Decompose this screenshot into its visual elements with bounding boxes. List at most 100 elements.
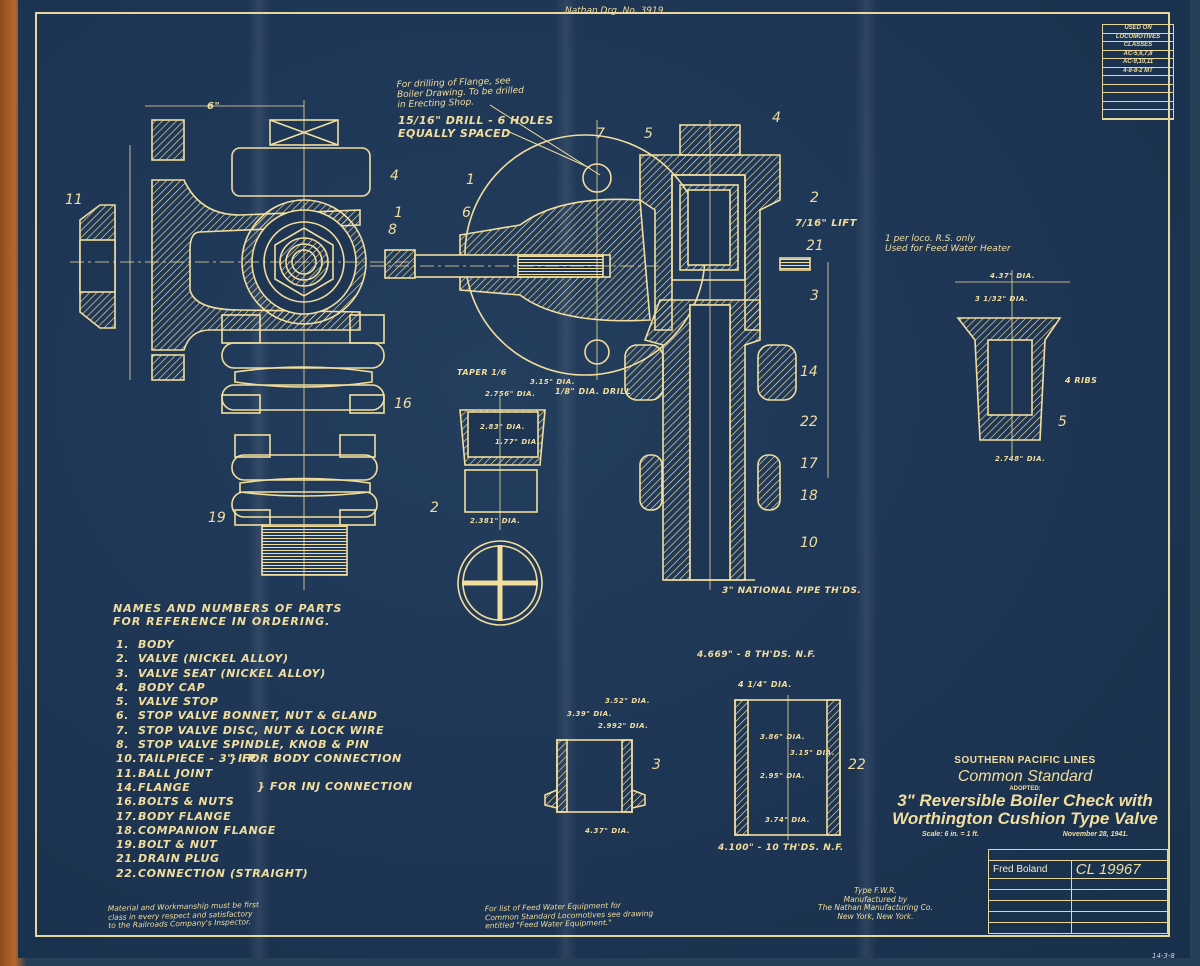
callout-1b: 1 bbox=[466, 172, 475, 188]
sig-cell bbox=[988, 900, 1072, 912]
part-number: 5. bbox=[116, 695, 130, 709]
part-name: CONNECTION (STRAIGHT) bbox=[138, 866, 309, 880]
taper-note: TAPER 1/6 bbox=[457, 368, 507, 377]
callout-16: 16 bbox=[394, 396, 412, 412]
note-line: EQUALLY SPACED bbox=[398, 127, 511, 140]
thread-bottom-note: 4.100" - 10 TH'DS. N.F. bbox=[718, 843, 844, 853]
drawing-id: CL 19967 bbox=[1070, 860, 1169, 879]
valve-seat-detail-3 bbox=[544, 739, 646, 813]
pipe-threads-note: 3" NATIONAL PIPE TH'DS. bbox=[722, 586, 862, 596]
used-on-row: AC-5,6,7,8 bbox=[1103, 51, 1173, 59]
note-line: Manufactured by bbox=[843, 894, 908, 904]
railroad-name: SOUTHERN PACIFIC LINES bbox=[954, 755, 1096, 766]
part-number: 2. bbox=[116, 652, 130, 666]
callout-5: 5 bbox=[644, 126, 653, 142]
part-name: DRAIN PLUG bbox=[138, 852, 220, 866]
used-on-row: USED ON bbox=[1103, 25, 1173, 34]
part-number: 17. bbox=[116, 809, 138, 823]
dim-437b: 4.37" DIA. bbox=[990, 272, 1035, 280]
scale: Scale: 6 in. = 1 ft. bbox=[921, 831, 979, 838]
sig-cell bbox=[988, 878, 1072, 890]
dim-3132: 3 1/32" DIA. bbox=[975, 295, 1029, 303]
corner-mark: 14-3-8 bbox=[1152, 952, 1175, 960]
dim-374: 3.74" DIA. bbox=[765, 816, 810, 824]
standard-label: Common Standard bbox=[957, 768, 1093, 785]
part-number: 10. bbox=[116, 752, 138, 766]
used-on-row: LOCOMOTIVES bbox=[1103, 34, 1173, 42]
side-view bbox=[70, 100, 420, 590]
part-name: BALL JOINT bbox=[138, 766, 213, 780]
stop-valve-section bbox=[370, 120, 706, 380]
thread-top-note: 4.669" - 8 TH'DS. N.F. bbox=[697, 650, 817, 660]
lift-note: 7/16" LIFT bbox=[795, 218, 857, 229]
material-note: Material and Workmanship must be first c… bbox=[108, 900, 260, 930]
callout-18: 18 bbox=[800, 488, 818, 504]
connection-detail-22 bbox=[734, 695, 841, 840]
parts-list-item: 1.BODY bbox=[116, 638, 384, 652]
callout-7: 7 bbox=[596, 126, 605, 142]
group-body-connection: } FOR BODY CONNECTION bbox=[229, 752, 402, 765]
used-on-row: AC-9,10,11 bbox=[1103, 59, 1173, 68]
callout-4b: 4 bbox=[772, 110, 781, 126]
dim-177: 1.77" DIA. bbox=[495, 438, 540, 446]
date: November 28, 1941. bbox=[1062, 831, 1129, 838]
note-line: The Nathan Manufacturing Co. bbox=[818, 903, 933, 912]
parts-list-item: 21.DRAIN PLUG bbox=[116, 852, 384, 866]
callout-14: 14 bbox=[800, 364, 818, 380]
callout-detail-3: 3 bbox=[652, 757, 661, 773]
part-number: 22. bbox=[116, 866, 138, 880]
dim-six-inch: 6" bbox=[207, 101, 221, 112]
callout-21: 21 bbox=[806, 238, 824, 254]
drawing-title-line2: Worthington Cushion Type Valve bbox=[892, 809, 1158, 828]
callout-17: 17 bbox=[800, 456, 818, 472]
callout-2: 2 bbox=[810, 190, 819, 206]
heading-line: FOR REFERENCE IN ORDERING. bbox=[113, 615, 331, 628]
group-inj-connection: } FOR INJ CONNECTION bbox=[257, 780, 413, 793]
part-name: STOP VALVE DISC, NUT & LOCK WIRE bbox=[138, 723, 385, 737]
manufacturer-note: Type F.W.R. Manufactured by The Nathan M… bbox=[818, 886, 933, 921]
parts-list-item: 14.FLANGE bbox=[116, 781, 384, 795]
note-line: 1 per loco. R.S. only bbox=[885, 234, 976, 244]
used-on-row bbox=[1103, 85, 1173, 93]
dim-352: 3.52" DIA. bbox=[605, 697, 650, 705]
callout-8: 8 bbox=[388, 222, 397, 238]
sig-cell bbox=[1070, 900, 1169, 912]
scale-date: Scale: 6 in. = 1 ft. November 28, 1941. bbox=[880, 831, 1170, 838]
drill-holes-note: 15/16" DRILL - 6 HOLES EQUALLY SPACED bbox=[398, 114, 554, 140]
dim-437: 4.37" DIA. bbox=[585, 827, 630, 835]
dim-339: 3.39" DIA. bbox=[567, 710, 612, 718]
part-name: STOP VALVE SPINDLE, KNOB & PIN bbox=[138, 738, 370, 752]
used-on-row bbox=[1103, 76, 1173, 85]
equipment-note: For list of Feed Water Equipment for Com… bbox=[485, 901, 654, 931]
callout-3: 3 bbox=[810, 288, 819, 304]
parts-list-heading: NAMES AND NUMBERS OF PARTS FOR REFERENCE… bbox=[113, 602, 384, 628]
part-number: 6. bbox=[116, 709, 130, 723]
note-line: Used for Feed Water Heater bbox=[885, 244, 1011, 254]
parts-list-item: 2. VALVE (NICKEL ALLOY) bbox=[116, 652, 384, 666]
dim-386: 3.86" DIA. bbox=[760, 733, 805, 741]
part-name: VALVE (NICKEL ALLOY) bbox=[138, 652, 289, 666]
part-number: 14. bbox=[116, 780, 138, 794]
parts-list-item: 18.COMPANION FLANGE bbox=[116, 824, 384, 838]
callout-4: 4 bbox=[390, 168, 399, 184]
parts-list-item: 22.CONNECTION (STRAIGHT) bbox=[116, 867, 384, 881]
used-on-row: CLASSES bbox=[1103, 42, 1173, 51]
part-number: 18. bbox=[116, 823, 138, 837]
part-number: 16. bbox=[116, 795, 138, 809]
ribs-note: 4 RIBS bbox=[1065, 376, 1098, 385]
callout-6: 6 bbox=[462, 205, 471, 221]
part-number: 7. bbox=[116, 723, 130, 737]
callout-19: 19 bbox=[208, 510, 226, 526]
part-number: 4. bbox=[116, 680, 130, 694]
dim-2381: 2.381" DIA. bbox=[470, 517, 521, 525]
parts-list-item: 19.BOLT & NUT bbox=[116, 838, 384, 852]
callout-detail-22: 22 bbox=[848, 757, 866, 773]
drawing-border bbox=[35, 12, 1170, 937]
part-name: BOLT & NUT bbox=[138, 838, 218, 852]
used-on-row bbox=[1103, 102, 1173, 110]
part-name: VALVE STOP bbox=[138, 695, 219, 709]
part-number: 11. bbox=[116, 766, 138, 780]
sig-cell bbox=[988, 922, 1072, 934]
dim-295: 2.95" DIA. bbox=[760, 772, 805, 780]
